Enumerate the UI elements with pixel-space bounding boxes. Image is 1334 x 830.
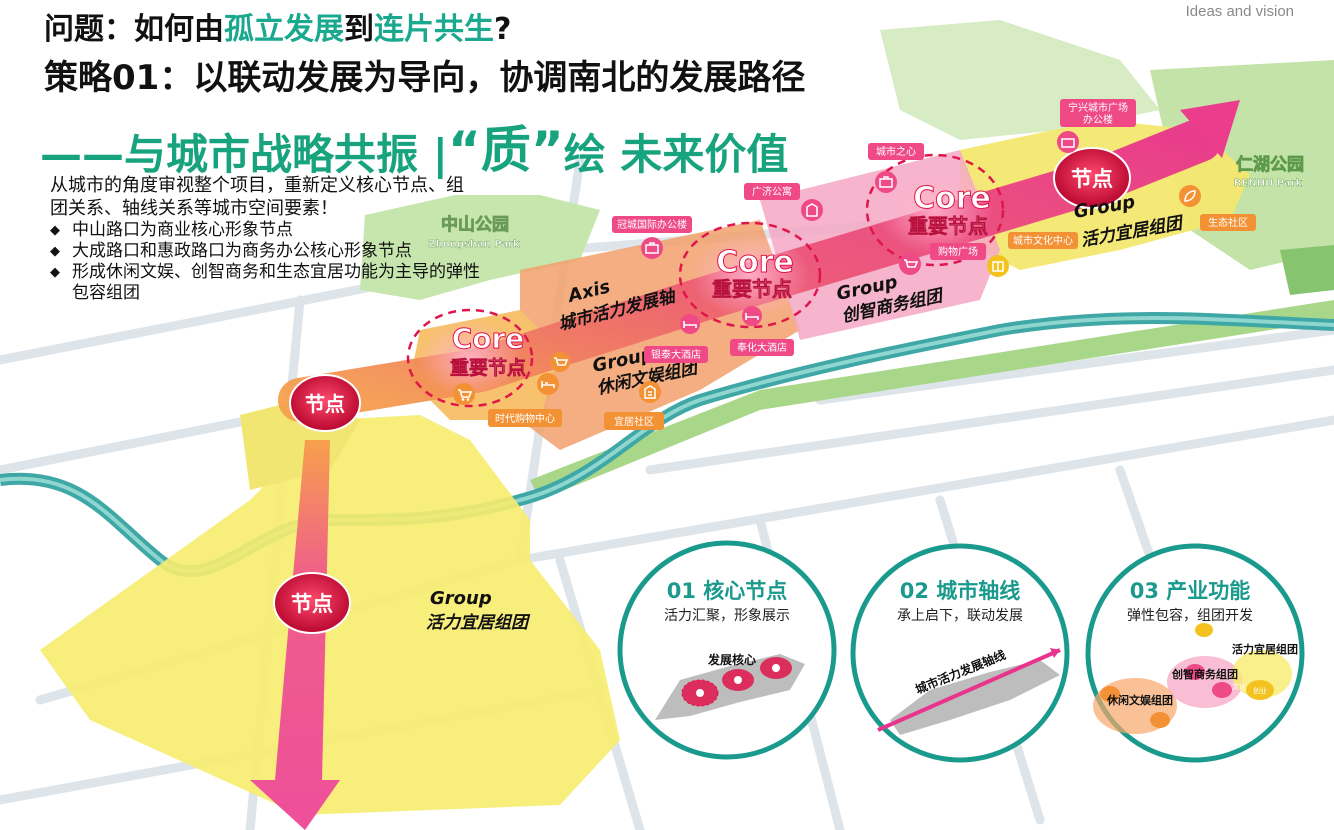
poi-fenghua: 奉化大酒店 <box>737 341 787 354</box>
core3-label: 重要节点 <box>908 214 988 238</box>
poi-tags: 时代购物中心 宜居社区 银泰大酒店 奉化大酒店 冠城国际办公楼 广济公寓 城市之… <box>488 99 1256 430</box>
core1-word: Core <box>452 322 525 355</box>
poi-ningxing-2: 办公楼 <box>1083 113 1113 126</box>
node-west-marker <box>289 374 361 432</box>
south-arrow <box>250 440 340 830</box>
core3-ring <box>865 153 1005 267</box>
poi-eco-community: 生态社区 <box>1208 216 1248 229</box>
poi-livable: 宜居社区 <box>614 415 654 428</box>
node-south-label: 节点 <box>291 592 333 616</box>
tagline-part-b: 绘 未来价值 <box>563 130 789 179</box>
renhu-park-en: RENHU Park <box>1234 178 1303 189</box>
circle3-title: 03 产业功能 <box>1130 579 1251 603</box>
question-highlight-2: 连片共生 <box>374 12 494 47</box>
circle1-title: 01 核心节点 <box>667 579 788 603</box>
poi-ningxing-1: 宁兴城市广场 <box>1068 101 1128 114</box>
bed-icon <box>742 306 762 326</box>
description-bullet: 中山路口为商业核心形象节点 <box>50 220 480 241</box>
core-rings <box>406 153 1005 408</box>
tagline-heading: ——与城市战略共振 |“质”绘 未来价值 <box>40 112 788 184</box>
node-east-label: 节点 <box>1071 167 1113 191</box>
question-suffix: ? <box>494 12 512 47</box>
renhu-park-label: 仁湖公园 <box>1236 154 1304 175</box>
description-block: 从城市的角度审视整个项目，重新定义核心节点、组团关系、轴线关系等城市空间要素！ … <box>50 174 480 304</box>
core2-ring <box>678 221 822 329</box>
node-east-marker <box>1053 147 1131 209</box>
description-intro: 从城市的角度审视整个项目，重新定义核心节点、组团关系、轴线关系等城市空间要素！ <box>50 175 464 219</box>
circle3-subtitle: 弹性包容，组团开发 <box>1127 607 1253 624</box>
circle1-inner-label: 发展核心 <box>707 652 756 667</box>
south-group-word: Group <box>430 588 492 609</box>
poi-icons <box>453 131 1201 405</box>
poi-yintai: 银泰大酒店 <box>651 348 701 361</box>
south-group-label: 活力宜居组团 <box>426 613 531 633</box>
question-highlight-1: 孤立发展 <box>224 12 344 47</box>
poi-city-heart: 城市之心 <box>876 145 916 158</box>
description-bullet: 形成休闲文娱、创智商务和生态宜居功能为主导的弹性包容组团 <box>50 262 480 304</box>
circle3-small-startup: 创业 <box>1253 686 1267 695</box>
circle1-subtitle: 活力汇聚，形象展示 <box>664 608 790 624</box>
description-bullet: 大成路口和惠政路口为商务办公核心形象节点 <box>50 241 480 262</box>
corner-tag: Ideas and vision <box>1185 3 1294 20</box>
circle2-subtitle: 承上启下，联动发展 <box>897 608 1023 624</box>
leaf-icon <box>1179 185 1201 207</box>
poi-times-mall: 时代购物中心 <box>495 412 555 425</box>
core2-word: Core <box>716 245 794 280</box>
building-icon <box>801 199 823 221</box>
circle-panel-2: 02 城市轴线 承上启下，联动发展 城市活力发展轴线 <box>850 543 1070 763</box>
poi-culture-center: 城市文化中心 <box>1013 234 1073 247</box>
tagline-part-a: ——与城市战略共振 | <box>40 130 448 179</box>
circle3-small-culture: 文化 <box>1232 682 1246 691</box>
core2-label: 重要节点 <box>712 277 792 301</box>
building-icon <box>639 381 661 403</box>
circle3-group-leisure: 休闲文娱组团 <box>1106 693 1173 707</box>
question-mid: 到 <box>344 12 374 47</box>
briefcase-icon <box>1057 131 1079 153</box>
bed-icon <box>537 373 559 395</box>
briefcase-icon <box>641 237 663 259</box>
core3-word: Core <box>913 181 991 216</box>
circle3-group-living: 活力宜居组团 <box>1232 642 1298 656</box>
shopping-cart-icon <box>453 383 475 405</box>
river-highlight <box>0 316 1334 574</box>
poi-guangji: 广济公寓 <box>752 185 792 198</box>
axis-arrow-head <box>1180 100 1240 158</box>
core1-label: 重要节点 <box>450 357 526 379</box>
circle-panel-3: 03 产业功能 弹性包容，组团开发 活力宜居组团 创智商务组团 休闲文娱组团 文… <box>1085 543 1305 763</box>
circle2-title: 02 城市轴线 <box>900 579 1021 603</box>
green-belt <box>530 300 1334 500</box>
east-green-strip <box>1280 245 1334 295</box>
circle3-group-business: 创智商务组团 <box>1171 667 1238 681</box>
shopping-cart-icon <box>899 253 921 275</box>
briefcase-icon <box>875 171 897 193</box>
nodes <box>273 147 1131 634</box>
strategy-heading: 策略01：以联动发展为导向，协调南北的发展路径 <box>44 58 806 98</box>
bed-icon <box>680 314 700 334</box>
poi-guancheng: 冠城国际办公楼 <box>617 218 687 231</box>
circle-panel-1: 01 核心节点 活力汇聚，形象展示 发展核心 <box>617 540 837 760</box>
question-heading: 问题：如何由孤立发展到连片共生? <box>44 4 511 48</box>
tagline-quote: “质” <box>447 121 564 179</box>
description-bullets: 中山路口为商业核心形象节点 大成路口和惠政路口为商务办公核心形象节点 形成休闲文… <box>50 220 480 304</box>
node-south-marker <box>273 572 351 634</box>
question-prefix: 问题：如何由 <box>44 12 224 47</box>
poi-shopping-plaza: 购物广场 <box>938 245 978 258</box>
core1-ring <box>406 308 534 408</box>
node-west-label: 节点 <box>305 392 345 416</box>
shopping-cart-icon <box>550 352 570 372</box>
book-icon <box>987 255 1009 277</box>
